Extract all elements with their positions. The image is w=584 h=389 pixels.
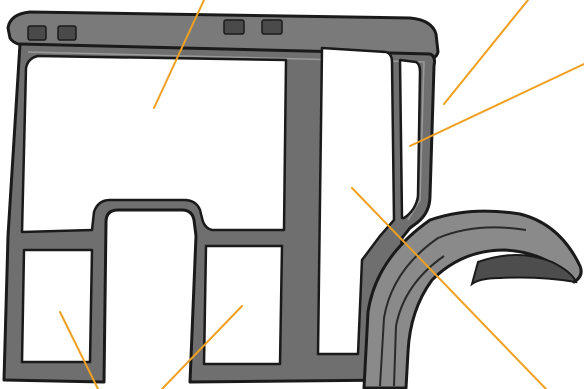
roof-light-right-2 (262, 20, 282, 34)
rear-side-glass (400, 60, 420, 218)
lower-left-glass (22, 250, 92, 362)
leader-roof-rear-pillar (444, 0, 528, 104)
roof-light-left-1 (28, 26, 46, 40)
lower-center-glass (204, 246, 282, 364)
roof-light-left-2 (58, 26, 76, 40)
roof-light-right-1 (224, 20, 244, 34)
leader-rear-side-window (410, 64, 584, 146)
glass-panels (22, 48, 420, 364)
